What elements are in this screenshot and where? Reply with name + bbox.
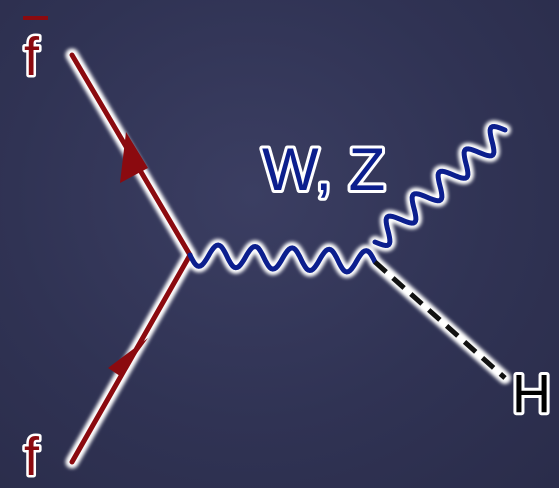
antifermion-arrow [120,132,148,183]
antifermion-label-group: f [18,13,53,90]
line-halos [66,49,510,468]
fermion-label: f [24,427,40,487]
fermion-arrow-in [108,338,148,376]
boson-label: W, Z [262,136,385,203]
antifermion-label: f [24,27,40,87]
boson-outgoing [372,123,508,249]
higgs-label: H [512,364,551,424]
higgs-line [373,260,507,380]
boson-propagator [187,242,378,275]
